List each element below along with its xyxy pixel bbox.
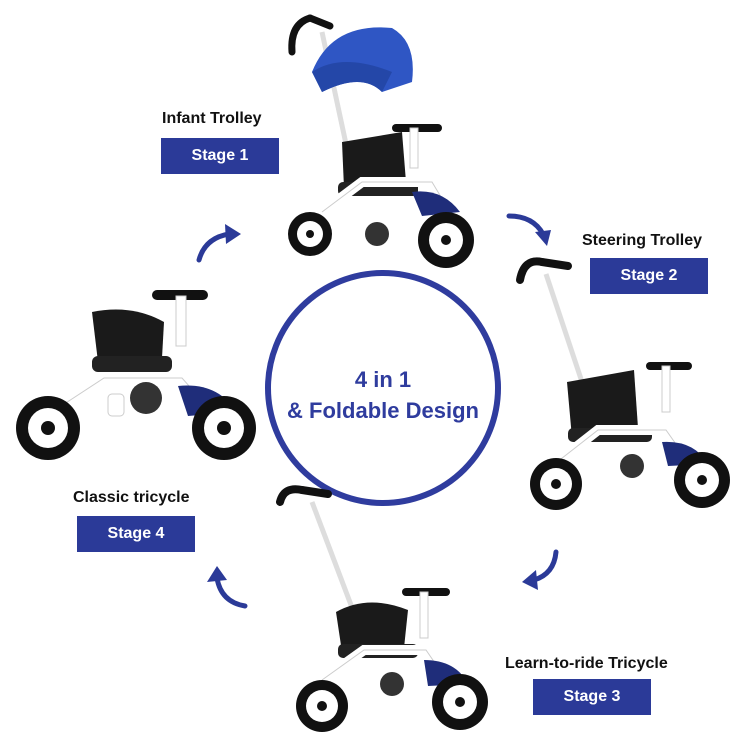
steering-trolley-image (516, 257, 730, 510)
stage-4-title: Classic tricycle (73, 489, 190, 506)
stage-3-badge: Stage 3 (533, 679, 651, 715)
center-line-1: 4 in 1 (354, 367, 412, 392)
stage-2-title: Steering Trolley (582, 232, 703, 249)
center-line-2: & Foldable Design (287, 398, 479, 423)
stage-2-badge: Stage 2 (590, 258, 708, 294)
infant-trolley-image (288, 14, 474, 268)
stage-3-title: Learn-to-ride Tricycle (505, 655, 668, 672)
center-circle: 4 in 1 & Foldable Design (265, 270, 501, 506)
learn-to-ride-tricycle-image (276, 485, 488, 732)
arrow-icon (522, 549, 559, 590)
stage-1-badge: Stage 1 (161, 138, 279, 174)
classic-tricycle-image (16, 290, 256, 460)
center-text: 4 in 1 & Foldable Design (271, 364, 495, 426)
stage-4-badge: Stage 4 (77, 516, 195, 552)
arrow-icon (196, 224, 241, 263)
stage-1-title: Infant Trolley (162, 110, 262, 127)
arrow-icon (207, 566, 248, 609)
arrow-icon (506, 213, 551, 246)
